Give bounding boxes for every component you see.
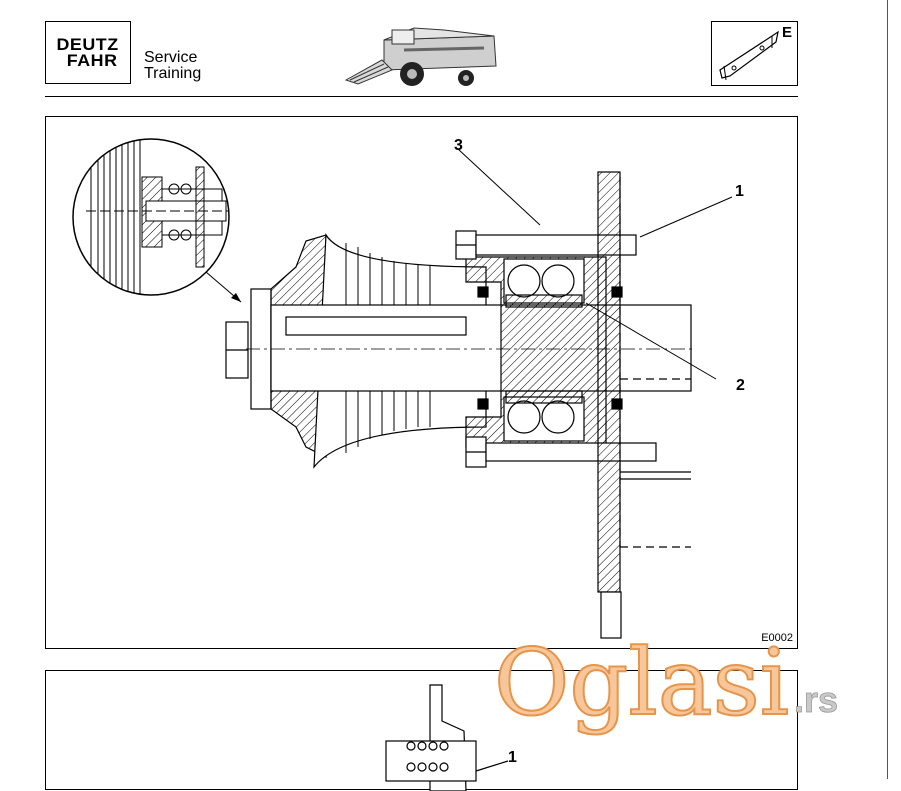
bracket-part-icon (719, 30, 779, 81)
service-training-label: Service Training (144, 50, 201, 82)
logo-line-1: DEUTZ (56, 34, 120, 54)
deutz-fahr-logo: DEUTZ FAHR (45, 21, 131, 84)
header-divider (45, 96, 798, 97)
service-text: Service (144, 49, 198, 66)
page-edge-line (887, 0, 888, 779)
chapter-letter: E (781, 24, 792, 41)
callout-1-fig2: 1 (508, 749, 517, 766)
chapter-e-box: E (711, 21, 798, 86)
figure-bearing-assembly: 3 1 2 E0002 (45, 116, 798, 649)
detail-inset (73, 139, 229, 295)
bearing-cross-section-drawing (72, 138, 733, 639)
watermark-tld: .rs (794, 679, 838, 720)
bearing-housing (465, 256, 623, 448)
watermark-brand: Oglasi (494, 629, 789, 736)
frame-plate (597, 171, 691, 639)
shaft (246, 304, 696, 392)
callout-2: 2 (736, 377, 745, 394)
callout-3: 3 (454, 137, 463, 154)
combine-harvester-icon (344, 27, 497, 86)
callout-1: 1 (735, 183, 744, 200)
logo-line-2: FAHR (66, 50, 118, 70)
training-text: Training (144, 65, 202, 82)
bearing-detail-drawing (385, 684, 509, 791)
figure-code: E0002 (761, 632, 793, 644)
oglasi-watermark: Oglasi .rs (494, 628, 838, 737)
